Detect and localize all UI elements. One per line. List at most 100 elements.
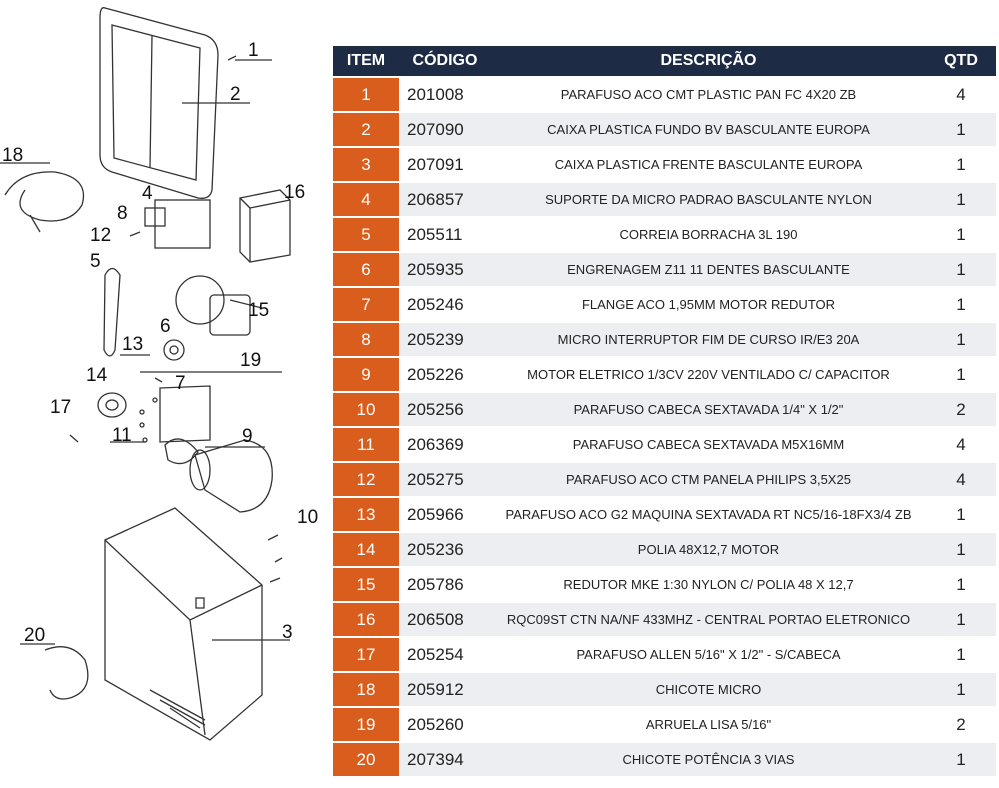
row-codigo: 205254 [407, 644, 464, 664]
row-codigo: 207091 [407, 154, 464, 174]
row-codigo: 205226 [407, 364, 464, 384]
row-item: 18 [333, 673, 399, 706]
part-harness-micro [4, 171, 84, 222]
part-reducer [175, 275, 225, 325]
row-descricao: REDUTOR MKE 1:30 NYLON C/ POLIA 48 X 12,… [563, 577, 854, 592]
row-item: 19 [333, 708, 399, 741]
part-power-harness [44, 646, 89, 700]
row-descricao: PARAFUSO ACO CTM PANELA PHILIPS 3,5X25 [566, 472, 851, 487]
callout-9: 9 [242, 426, 253, 447]
row-codigo: 206508 [407, 609, 464, 629]
row-item: 3 [333, 148, 399, 181]
callout-10: 10 [297, 507, 319, 528]
row-qtd: 1 [956, 644, 966, 664]
callout-14: 14 [86, 365, 108, 386]
row-descricao: RQC09ST CTN NA/NF 433MHZ - CENTRAL PORTA… [506, 612, 911, 627]
row-codigo: 205966 [407, 504, 464, 524]
row-item: 7 [333, 288, 399, 321]
row-item: 11 [333, 428, 399, 461]
row-qtd: 1 [956, 189, 966, 209]
row-codigo: 205239 [407, 329, 464, 349]
callout-4: 4 [142, 183, 153, 204]
row-qtd: 2 [956, 714, 966, 734]
part-motor [194, 439, 273, 513]
row-item: 8 [333, 323, 399, 356]
row-item: 16 [333, 603, 399, 636]
table-row: 12 205275 PARAFUSO ACO CTM PANELA PHILIPS … [333, 461, 996, 496]
row-codigo: 205256 [407, 399, 464, 419]
part-base-box [104, 507, 263, 741]
table-row: 11 206369 PARAFUSO CABECA SEXTAVADA M5X16M… [333, 426, 996, 461]
row-descricao: SUPORTE DA MICRO PADRAO BASCULANTE NYLON [545, 192, 872, 207]
callout-3: 3 [282, 622, 293, 643]
part-flange [159, 385, 211, 443]
row-codigo: 206369 [407, 434, 464, 454]
row-item: 17 [333, 638, 399, 671]
row-codigo: 205786 [407, 574, 464, 594]
row-descricao: PARAFUSO ACO G2 MAQUINA SEXTAVADA RT NC5… [505, 507, 912, 522]
table-row: 16 206508 RQC09ST CTN NA/NF 433MHZ - CENTR… [333, 601, 996, 636]
row-qtd: 1 [956, 154, 966, 174]
row-item: 12 [333, 463, 399, 496]
header-descricao: DESCRIÇÃO [660, 52, 757, 69]
callout-8: 8 [117, 203, 128, 224]
row-qtd: 1 [956, 574, 966, 594]
row-qtd: 2 [956, 399, 966, 419]
row-item: 13 [333, 498, 399, 531]
row-codigo: 207090 [407, 119, 464, 139]
row-qtd: 1 [956, 539, 966, 559]
callout-11: 11 [112, 425, 132, 446]
callout-6: 6 [160, 316, 171, 337]
row-qtd: 1 [956, 224, 966, 244]
row-item: 10 [333, 393, 399, 426]
row-qtd: 1 [956, 119, 966, 139]
row-codigo: 205236 [407, 539, 464, 559]
row-codigo: 205246 [407, 294, 464, 314]
row-descricao: ENGRENAGEM Z11 11 DENTES BASCULANTE [567, 262, 850, 277]
callout-17: 17 [50, 397, 72, 418]
row-codigo: 205260 [407, 714, 464, 734]
row-descricao: PARAFUSO CABECA SEXTAVADA M5X16MM [572, 437, 845, 452]
row-item: 6 [333, 253, 399, 286]
header-codigo: CÓDIGO [412, 52, 478, 69]
table-row: 8 205239 MICRO INTERRUPTOR FIM DE CURSO IR… [333, 321, 996, 356]
row-qtd: 1 [956, 329, 966, 349]
row-qtd: 4 [956, 469, 966, 489]
row-qtd: 1 [956, 294, 966, 314]
row-descricao: CORREIA BORRACHA 3L 190 [619, 227, 798, 242]
row-qtd: 1 [956, 609, 966, 629]
part-pulley [97, 392, 127, 418]
callout-2: 2 [230, 84, 241, 105]
row-item: 1 [333, 78, 399, 111]
part-micro-bracket [154, 199, 211, 249]
row-descricao: CHICOTE POTÊNCIA 3 VIAS [622, 752, 795, 767]
row-codigo: 205912 [407, 679, 464, 699]
row-item: 5 [333, 218, 399, 251]
exploded-view-diagram [0, 7, 291, 741]
header-qtd: QTD [944, 52, 978, 69]
table-header: ITEM CÓDIGO DESCRIÇÃO QTD [333, 46, 996, 76]
callout-19: 19 [240, 350, 262, 371]
row-codigo: 201008 [407, 84, 464, 104]
row-codigo: 205275 [407, 469, 464, 489]
row-descricao: POLIA 48X12,7 MOTOR [637, 542, 780, 557]
table-row: 13 205966 PARAFUSO ACO G2 MAQUINA SEXTAVAD… [333, 496, 996, 531]
part-belt [103, 267, 121, 357]
row-item: 9 [333, 358, 399, 391]
callout-5: 5 [90, 251, 101, 272]
callout-12: 12 [90, 225, 112, 246]
callout-1: 1 [248, 40, 259, 61]
callout-13: 13 [122, 334, 144, 355]
row-descricao: CAIXA PLASTICA FRENTE BASCULANTE EUROPA [554, 157, 863, 172]
row-descricao: MICRO INTERRUPTOR FIM DE CURSO IR/E3 20A [557, 332, 860, 347]
